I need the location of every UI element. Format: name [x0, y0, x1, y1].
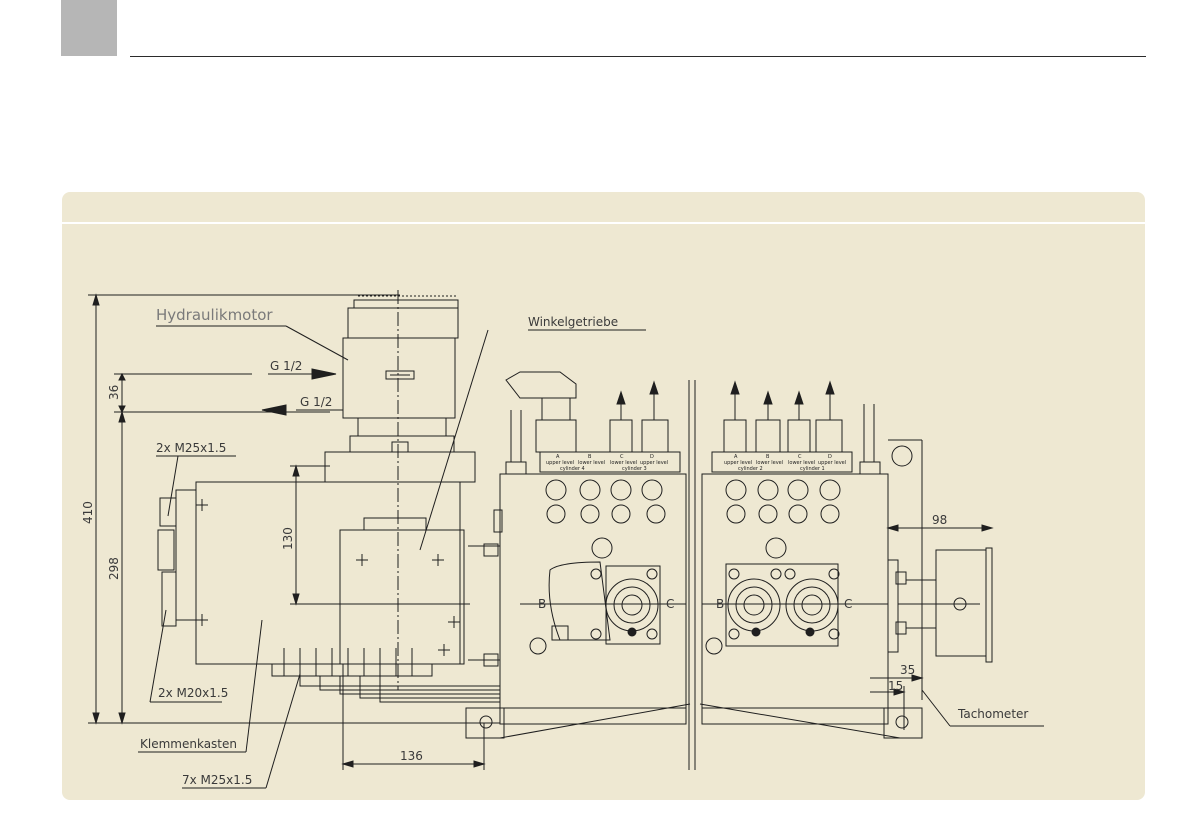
dimension-35-label: 35: [900, 663, 915, 677]
block-left-side-c: C: [666, 597, 674, 611]
left-cylinder-3: cylinder 3: [622, 466, 647, 472]
winkelgetriebe-label: Winkelgetriebe: [528, 315, 618, 329]
right-cylinder-1: cylinder 1: [800, 466, 825, 472]
block-right-side-c: C: [844, 597, 852, 611]
tachometer-label: Tachometer: [957, 707, 1028, 721]
m25-top-label: 2x M25x1.5: [156, 441, 226, 455]
m25-bottom-label: 7x M25x1.5: [182, 773, 252, 787]
dimension-15-label: 15: [888, 679, 903, 693]
left-cylinder-4: cylinder 4: [560, 466, 585, 472]
hydraulikmotor-label: Hydraulikmotor: [156, 306, 273, 324]
dimension-98-label: 98: [932, 513, 947, 527]
block-right-side-b: B: [716, 597, 724, 611]
klemmenkasten-label: Klemmenkasten: [140, 737, 237, 751]
g12-bottom-label: G 1/2: [300, 395, 332, 409]
g12-top-label: G 1/2: [270, 359, 302, 373]
dimension-298-label: 298: [107, 557, 121, 580]
dimension-36-label: 36: [107, 385, 121, 400]
dimension-130-label: 130: [281, 527, 295, 550]
m20-label: 2x M20x1.5: [158, 686, 228, 700]
dimension-136-label: 136: [400, 749, 423, 763]
block-left-side-b: B: [538, 597, 546, 611]
right-cylinder-2: cylinder 2: [738, 466, 763, 472]
dimension-410-label: 410: [81, 501, 95, 524]
